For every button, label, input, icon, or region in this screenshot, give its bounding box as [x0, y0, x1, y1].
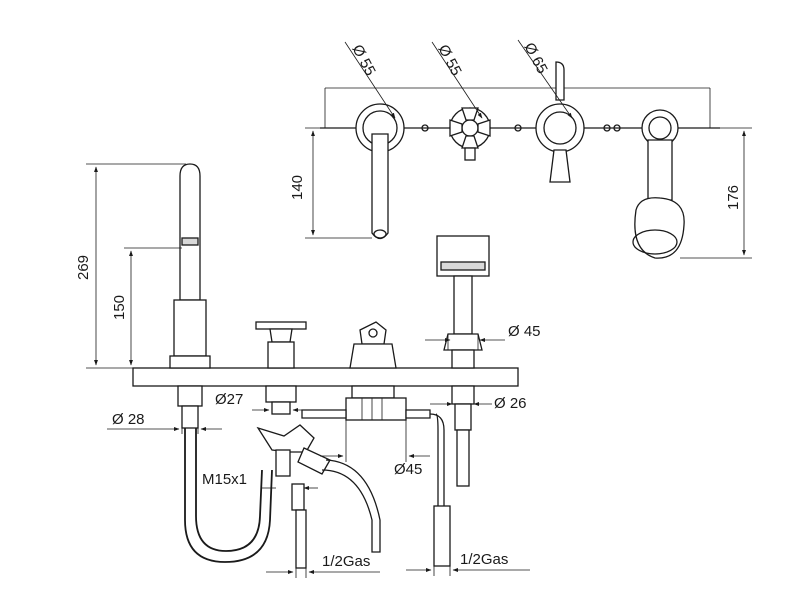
dim-gas-left: 1/2Gas — [322, 553, 370, 570]
dim-d65: Ø 65 — [520, 40, 550, 77]
mixer-rosette — [535, 61, 585, 183]
spout — [169, 163, 211, 429]
dim-d28: Ø 28 — [112, 411, 145, 428]
front-view: 269 150 Ø 45 Ø 28 Ø27 Ø 26 Ø45 — [75, 163, 541, 578]
cross-handle-valve — [255, 321, 307, 415]
dim-d45-top: Ø 45 — [508, 323, 541, 340]
dim-150: 150 — [111, 295, 128, 320]
dim-d55-mid: Ø 55 — [434, 42, 464, 79]
dim-d55-left: Ø 55 — [348, 42, 378, 79]
dim-gas-right: 1/2Gas — [460, 551, 508, 568]
pipes — [184, 409, 451, 569]
dim-176: 176 — [725, 185, 742, 210]
dim-m15x1: M15x1 — [202, 471, 247, 488]
cross-handle-top — [449, 107, 491, 161]
dim-140: 140 — [289, 175, 306, 200]
mixer-cartridge — [345, 321, 407, 421]
dim-d26: Ø 26 — [494, 395, 527, 412]
dim-269: 269 — [75, 255, 92, 280]
dim-d27: Ø27 — [215, 391, 243, 408]
spout-rosette — [355, 103, 405, 240]
deck-slab — [132, 367, 519, 387]
deck-hand-shower — [436, 235, 490, 487]
dim-d45-bottom: Ø45 — [394, 461, 422, 478]
wall-hand-shower — [632, 109, 685, 259]
top-view: Ø 55 Ø 55 Ø 65 140 176 — [289, 39, 752, 259]
